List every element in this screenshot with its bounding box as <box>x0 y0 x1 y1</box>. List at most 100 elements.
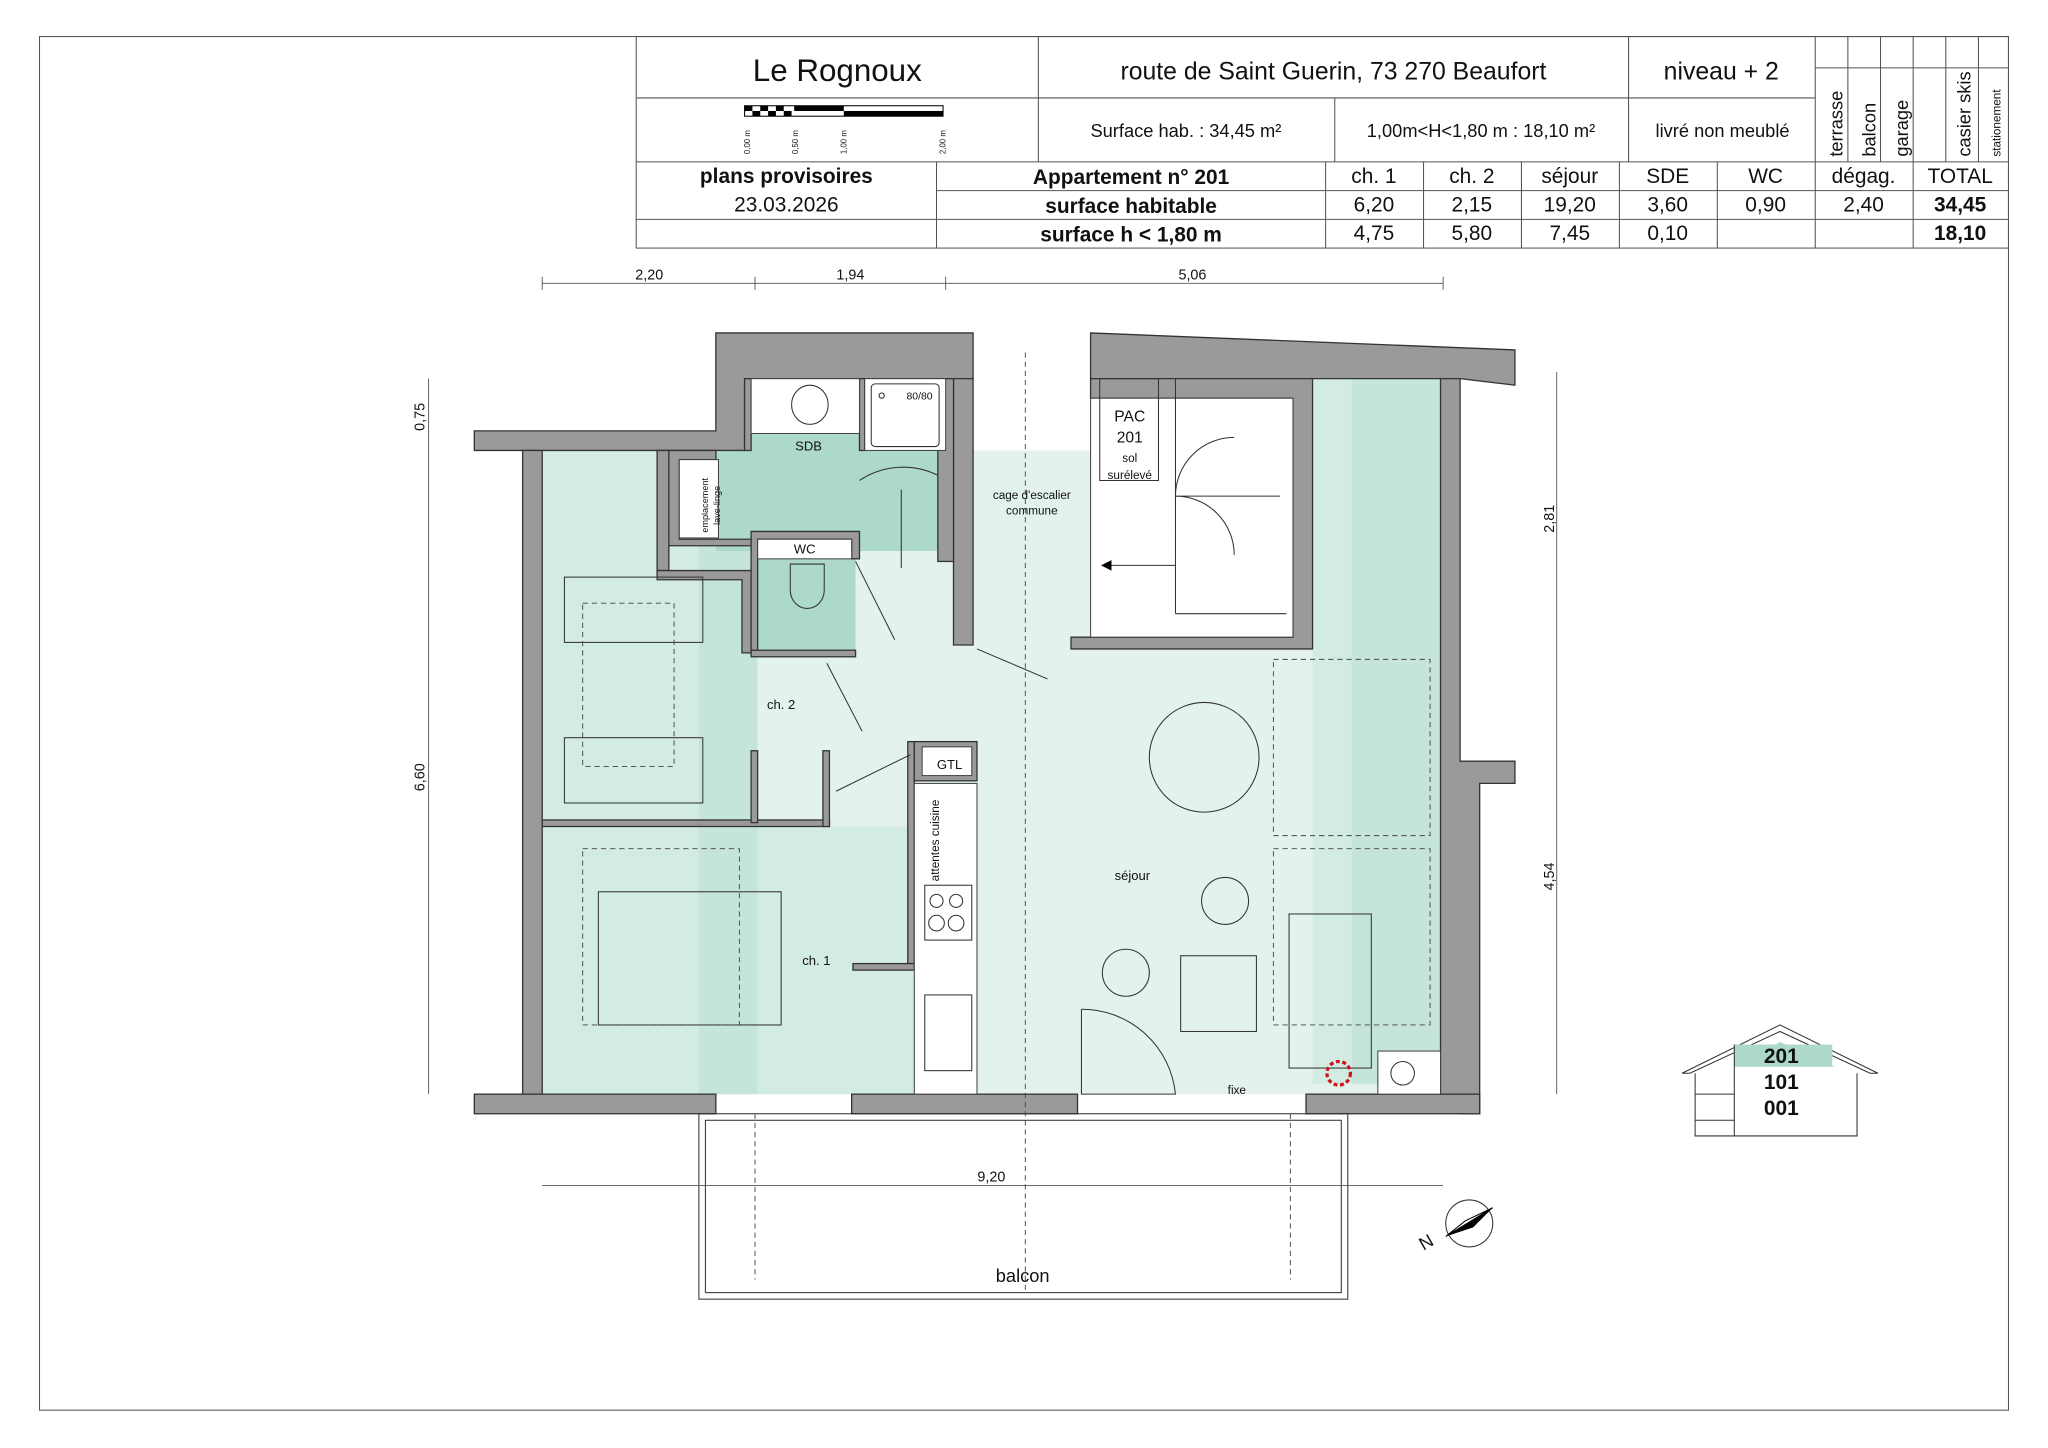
room-label-ch1: ch. 1 <box>802 953 830 968</box>
cell: 5,80 <box>1452 222 1493 245</box>
dining-table-icon <box>1148 701 1260 813</box>
col-header: ch. 1 <box>1351 165 1396 188</box>
room-label-sejour: séjour <box>1115 868 1151 883</box>
scale-label: 1,00 m <box>839 130 848 154</box>
annex-balcon: balcon <box>1858 103 1879 157</box>
cell: 19,20 <box>1544 194 1596 217</box>
scale-label: 2,00 m <box>939 130 948 154</box>
cell: 0,10 <box>1647 222 1688 245</box>
col-header: ch. 2 <box>1449 165 1494 188</box>
room-label-sdb: SDB <box>795 438 822 453</box>
heater-unit <box>1377 1050 1442 1095</box>
kitchen-label: attentes cuisine <box>929 799 942 881</box>
stair-label: commune <box>1006 504 1058 517</box>
coffee-table-icon <box>1180 955 1257 1033</box>
pac-label: surélevé <box>1108 469 1153 482</box>
double-bed-icon <box>597 891 782 1026</box>
pac-label: sol <box>1122 452 1137 465</box>
cell: 4,75 <box>1354 222 1395 245</box>
laundry-label: lave-linge <box>712 486 722 525</box>
shower-tray <box>864 378 947 451</box>
dim-label: 1,94 <box>836 267 864 283</box>
toilet-icon <box>789 563 825 609</box>
cell-total: 34,45 <box>1934 194 1987 217</box>
fixe-label: fixe <box>1228 1084 1247 1097</box>
room-label-ch2: ch. 2 <box>767 697 795 712</box>
apartment-number: Appartement n° 201 <box>1033 166 1230 189</box>
address: route de Saint Guerin, 73 270 Beaufort <box>1120 59 1546 86</box>
dim-label: 0,75 <box>413 403 429 431</box>
stool-icon <box>1101 948 1150 997</box>
pac-closet <box>1099 378 1160 482</box>
dim-label: 5,06 <box>1178 267 1206 283</box>
dim-label: 6,60 <box>413 763 429 791</box>
table-row: 4,75 5,80 7,45 0,10 18,10 <box>1354 222 1987 245</box>
annex-garage: garage <box>1891 100 1912 157</box>
sink-icon <box>791 384 829 425</box>
dim-label: 2,81 <box>1542 505 1558 533</box>
scale-label: 0,50 m <box>791 130 800 154</box>
sofa-icon <box>1288 913 1372 1069</box>
bed-icon <box>563 576 704 643</box>
fixtures <box>563 352 1442 1293</box>
plan-date: 23.03.2026 <box>734 194 838 217</box>
surface-hab: Surface hab. : 34,45 m² <box>1090 120 1281 141</box>
cooktop-icon <box>924 884 973 941</box>
north-label: N <box>1415 1230 1437 1255</box>
col-header: SDE <box>1646 165 1689 188</box>
dim-label: 4,54 <box>1542 863 1558 891</box>
shower-size: 80/80 <box>906 392 932 403</box>
cell: 2,15 <box>1452 194 1493 217</box>
arrow-icon <box>1101 560 1112 571</box>
balcony-label: balcon <box>996 1265 1050 1286</box>
table-row: 6,20 2,15 19,20 3,60 0,90 2,40 34,45 <box>1354 194 1987 217</box>
walls <box>473 332 1516 1115</box>
col-header: TOTAL <box>1927 165 1992 188</box>
project-name: Le Rognoux <box>753 53 922 88</box>
level-001: 001 <box>1764 1097 1799 1120</box>
north-arrow-icon: N <box>1415 1199 1494 1255</box>
col-header: séjour <box>1541 165 1598 188</box>
row-label: surface h < 1,80 m <box>1040 224 1222 247</box>
dim-label: 2,20 <box>635 267 663 283</box>
gtl-label: GTL <box>937 757 962 772</box>
cell: 2,40 <box>1843 194 1884 217</box>
bed-icon <box>563 737 704 804</box>
cell: 3,60 <box>1647 194 1688 217</box>
cell: 0,90 <box>1745 194 1786 217</box>
room-labels: SDB 80/80 WC emplacement lave-linge cage… <box>700 392 1246 1287</box>
cell: 7,45 <box>1549 222 1590 245</box>
pac-label: PAC <box>1114 409 1145 426</box>
annex-stationement: stationement <box>1991 89 2004 157</box>
smoke-detector-icon <box>1325 1059 1353 1087</box>
title-block: Le Rognoux route de Saint Guerin, 73 270… <box>635 36 2010 249</box>
cell: 6,20 <box>1354 194 1395 217</box>
delivery-status: livré non meublé <box>1656 120 1790 141</box>
level-label: niveau + 2 <box>1664 59 1779 86</box>
cell-total: 18,10 <box>1934 222 1986 245</box>
sink-counter <box>750 378 861 435</box>
balcony <box>698 1113 1349 1300</box>
kitchen-sink-icon <box>924 994 973 1072</box>
plans-status: plans provisoires <box>700 165 873 188</box>
pac-label: 201 <box>1117 430 1143 447</box>
level-indicator: 201 101 001 <box>1681 1024 1879 1137</box>
dimensions: 2,20 1,94 5,06 0,75 6,60 2,81 4,54 9,20 <box>413 267 1558 1187</box>
laundry-space <box>678 459 719 539</box>
annex-casier-skis: casier skis <box>1954 71 1975 156</box>
shower-drain-icon <box>878 392 885 399</box>
level-101: 101 <box>1764 1071 1799 1094</box>
room-label-wc: WC <box>794 542 816 557</box>
row-label: surface habitable <box>1045 195 1217 218</box>
scale-bar: 0,00 m 0,50 m 1,00 m 2,00 m <box>743 105 948 154</box>
dim-label: 9,20 <box>977 1170 1005 1186</box>
surface-low-height: 1,00m<H<1,80 m : 18,10 m² <box>1367 120 1595 141</box>
scale-label: 0,00 m <box>743 130 752 154</box>
laundry-label: emplacement <box>700 477 710 532</box>
door-swing-icon <box>1080 1008 1177 1095</box>
level-201: 201 <box>1764 1045 1799 1068</box>
annex-terrasse: terrasse <box>1826 91 1847 157</box>
col-header: dégag. <box>1832 165 1896 188</box>
kitchen-counter <box>913 782 978 1095</box>
